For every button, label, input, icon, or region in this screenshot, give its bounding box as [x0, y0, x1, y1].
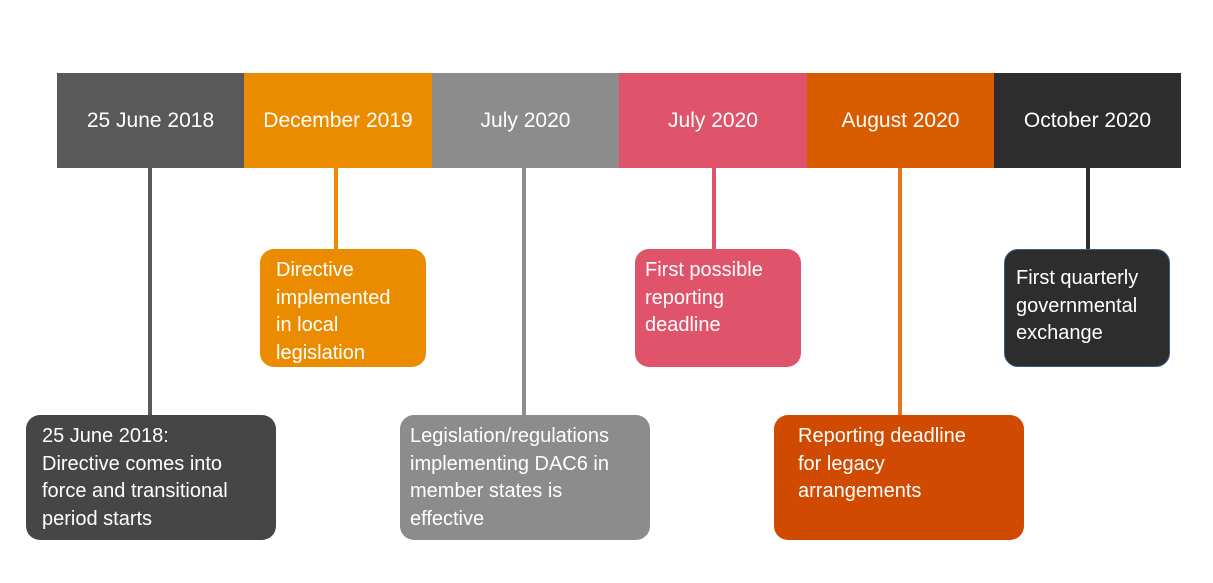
- date-segment-5: August 2020: [807, 73, 994, 168]
- connector-line-4: [712, 168, 716, 249]
- event-text-line: Reporting deadline: [798, 425, 966, 447]
- event-text-line: exchange: [1016, 322, 1103, 344]
- event-box-6: First quarterly governmental exchange: [1004, 249, 1170, 367]
- connector-line-2: [334, 168, 338, 249]
- event-text-line: for legacy: [798, 452, 885, 475]
- event-box-3: Legislation/regulations implementing DAC…: [400, 415, 650, 540]
- event-text-line: First quarterly: [1016, 267, 1139, 289]
- event-text-line: 25 June 2018:: [42, 425, 169, 447]
- timeline-band: 25 June 2018 December 2019 July 2020 Jul…: [57, 73, 1181, 168]
- event-text-line: force and transitional: [42, 480, 228, 502]
- date-segment-2: December 2019: [244, 73, 432, 168]
- event-text-line: legislation: [276, 341, 365, 364]
- event-text-line: reporting: [645, 286, 724, 309]
- event-text-line: governmental: [1016, 294, 1138, 317]
- date-segment-4: July 2020: [619, 73, 807, 168]
- event-box-5: Reporting deadline for legacy arrangemen…: [774, 415, 1024, 540]
- event-text-line: deadline: [645, 314, 721, 336]
- event-text-line: Directive comes into: [42, 452, 223, 475]
- event-text-line: member states is: [410, 480, 563, 502]
- event-text-line: Directive: [276, 259, 354, 281]
- event-box-4: First possible reporting deadline: [635, 249, 801, 367]
- event-box-1: 25 June 2018: Directive comes into force…: [26, 415, 276, 540]
- date-segment-1: 25 June 2018: [57, 73, 244, 168]
- event-text-line: Legislation/regulations: [410, 425, 610, 447]
- event-text-line: implementing DAC6 in: [410, 452, 609, 475]
- event-text-line: period starts: [42, 507, 153, 530]
- connector-line-5: [898, 168, 902, 415]
- event-text-line: First possible: [645, 259, 763, 281]
- event-text-line: in local: [276, 314, 339, 336]
- connector-line-6: [1086, 168, 1090, 249]
- date-segment-3: July 2020: [432, 73, 619, 168]
- connector-line-3: [522, 168, 526, 415]
- event-box-2: Directive implemented in local legislati…: [260, 249, 426, 367]
- connector-line-1: [148, 168, 152, 415]
- date-segment-6: October 2020: [994, 73, 1181, 168]
- event-text-line: effective: [410, 507, 485, 530]
- event-text-line: arrangements: [798, 480, 922, 502]
- event-text-line: implemented: [276, 286, 391, 309]
